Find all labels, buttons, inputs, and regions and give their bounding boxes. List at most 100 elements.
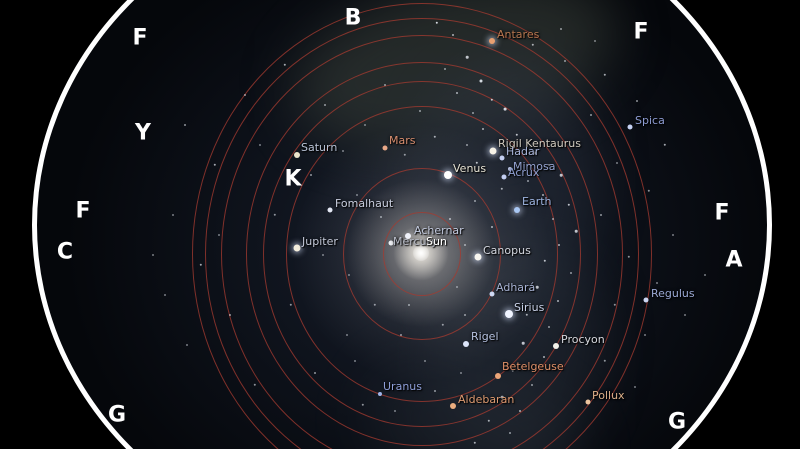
star-achernar[interactable]	[405, 233, 411, 239]
object-label[interactable]: Regulus	[651, 287, 695, 300]
edge-letter-G: G	[107, 402, 127, 428]
background-star	[491, 226, 493, 228]
object-label[interactable]: Sun	[426, 235, 447, 248]
edge-letter-K: K	[284, 166, 302, 192]
background-star	[460, 372, 462, 374]
background-star	[474, 200, 476, 202]
background-star	[564, 60, 566, 62]
star-hadar[interactable]	[499, 155, 505, 161]
star-pollux[interactable]	[585, 399, 591, 405]
background-star	[408, 304, 410, 306]
background-star	[603, 359, 607, 363]
object-label[interactable]: Earth	[522, 195, 552, 208]
background-star	[373, 303, 377, 307]
star-fomalhaut[interactable]	[327, 207, 333, 213]
background-star	[419, 110, 421, 112]
star-adhará[interactable]	[489, 291, 495, 297]
object-label[interactable]: Rigel	[471, 330, 499, 343]
background-star	[560, 28, 562, 30]
background-star	[663, 143, 667, 147]
background-star	[570, 272, 572, 274]
star-sirius[interactable]	[505, 310, 513, 318]
object-label[interactable]: Antares	[497, 28, 540, 41]
object-label[interactable]: Jupiter	[302, 235, 338, 248]
background-star	[465, 55, 469, 59]
star-aldebaran[interactable]	[450, 403, 456, 409]
background-star	[218, 234, 220, 236]
object-label[interactable]: Mimosa	[513, 160, 556, 173]
background-star	[354, 360, 356, 362]
star-acrux[interactable]	[501, 174, 507, 180]
background-star	[559, 173, 563, 177]
edge-letter-F: F	[132, 25, 148, 51]
background-star	[449, 218, 451, 220]
background-star	[594, 40, 596, 42]
object-label[interactable]: Mars	[389, 134, 416, 147]
star-jupiter[interactable]	[293, 244, 301, 252]
star-mimosa[interactable]	[508, 167, 512, 171]
star-procyon[interactable]	[553, 343, 559, 349]
background-star	[244, 94, 246, 96]
star-mars[interactable]	[382, 145, 388, 151]
background-star	[490, 98, 494, 102]
star-earth[interactable]	[514, 207, 520, 213]
star-mercury[interactable]	[388, 240, 394, 246]
object-label[interactable]: Sirius	[514, 301, 545, 314]
star-rigel[interactable]	[463, 341, 469, 347]
object-label[interactable]: Betelgeuse	[502, 360, 564, 373]
background-star	[684, 314, 686, 316]
background-star	[400, 334, 402, 336]
background-star	[616, 162, 618, 164]
background-star	[348, 274, 350, 276]
star-antares[interactable]	[489, 38, 495, 44]
star-venus[interactable]	[444, 171, 452, 179]
object-label[interactable]: Spica	[635, 114, 665, 127]
edge-letter-F: F	[714, 200, 730, 226]
background-star	[441, 323, 445, 327]
star-betelgeuse[interactable]	[495, 373, 501, 379]
edge-letter-G: G	[667, 409, 687, 435]
background-star	[314, 372, 316, 374]
object-label[interactable]: Adhará	[496, 281, 536, 294]
object-label[interactable]: Pollux	[592, 389, 625, 402]
background-star	[384, 84, 386, 86]
object-label[interactable]: Aldebaran	[458, 393, 515, 406]
object-label[interactable]: Hadar	[506, 145, 540, 158]
background-star	[535, 285, 539, 289]
background-star	[444, 68, 446, 70]
background-star	[289, 303, 293, 307]
background-star	[394, 410, 396, 412]
background-star	[543, 356, 545, 358]
object-label[interactable]: Uranus	[383, 380, 422, 393]
background-star	[552, 218, 554, 220]
object-label[interactable]: Saturn	[301, 141, 338, 154]
star-regulus[interactable]	[643, 297, 649, 303]
background-star	[548, 164, 550, 166]
background-star	[558, 244, 560, 246]
background-star	[464, 314, 466, 316]
object-label[interactable]: Rigil Kentaurus	[498, 137, 581, 150]
star-uranus[interactable]	[378, 392, 382, 396]
object-label[interactable]: Procyon	[561, 333, 605, 346]
edge-letter-A: A	[725, 247, 743, 273]
star-saturn[interactable]	[294, 152, 300, 158]
object-label[interactable]: Fomalhaut	[335, 197, 394, 210]
background-star	[503, 107, 507, 111]
background-star	[574, 229, 578, 233]
background-star	[346, 334, 348, 336]
background-star	[557, 300, 559, 302]
background-star	[500, 395, 504, 399]
background-star	[603, 73, 607, 77]
star-canopus[interactable]	[474, 253, 482, 261]
star-rigil-kentaurus[interactable]	[489, 147, 497, 155]
object-label[interactable]: Canopus	[483, 244, 531, 257]
object-label[interactable]: Achernar	[414, 224, 464, 237]
background-star	[533, 151, 537, 155]
star-spica[interactable]	[627, 124, 633, 130]
background-star	[342, 150, 344, 152]
object-label[interactable]: Mercury	[393, 235, 438, 248]
object-label[interactable]: Acrux	[508, 166, 540, 179]
object-label[interactable]: Venus	[453, 162, 487, 175]
